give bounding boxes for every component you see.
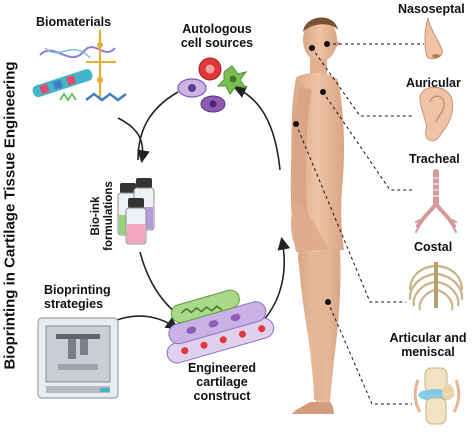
human-body-illustration	[290, 17, 345, 414]
articular-meniscal-label: Articular and meniscal	[380, 331, 475, 359]
trachea-icon	[415, 169, 457, 233]
nose-icon	[424, 17, 443, 59]
construct-icon	[166, 289, 275, 364]
arrow-biomaterials-to-bioink	[117, 117, 150, 164]
construct-label-line3: construct	[193, 389, 251, 403]
biomaterials-label: Biomaterials	[36, 15, 112, 29]
construct-label: Engineered cartilage construct	[176, 361, 268, 403]
strategies-label: Bioprinting strategies	[44, 283, 111, 311]
ribcage-icon	[408, 262, 464, 311]
ear-icon	[419, 86, 454, 142]
costal-label: Costal	[414, 240, 453, 254]
arrow-cells-to-bioink	[137, 91, 179, 161]
biomaterials-icon	[32, 30, 127, 102]
cell-sources-icon	[177, 57, 248, 113]
bioprinter-icon	[37, 317, 119, 399]
cell-sources-label: Autologous cell sources	[172, 22, 262, 50]
arrow-body-to-cells	[233, 86, 281, 171]
tracheal-label: Tracheal	[409, 152, 460, 166]
construct-label-line2: cartilage	[196, 375, 248, 389]
auricular-label: Auricular	[406, 76, 461, 90]
nasoseptal-label: Nasoseptal	[398, 2, 465, 16]
arrow-strategies-to-construct	[111, 315, 179, 330]
page-title: Bioprinting in Cartilage Tissue Engineer…	[1, 61, 19, 370]
cell-sources-label-line2: cell sources	[180, 36, 254, 50]
strategies-label-line1: Bioprinting	[44, 283, 111, 297]
connector-lines	[295, 43, 424, 405]
articular-label-line2: meniscal	[401, 345, 455, 359]
bioink-vials-icon	[117, 178, 155, 245]
bioink-label-line1: Bio-ink	[90, 196, 102, 236]
bioink-label: Bio-ink formulations	[90, 171, 116, 261]
strategies-label-line2: strategies	[44, 297, 104, 311]
articular-label-line1: Articular and	[389, 331, 467, 345]
cell-sources-label-line1: Autologous	[182, 22, 252, 36]
knee-icon	[413, 367, 461, 425]
construct-label-line1: Engineered	[187, 361, 257, 375]
bioink-label-line2: formulations	[103, 181, 115, 251]
arrow-construct-to-body	[261, 236, 291, 323]
